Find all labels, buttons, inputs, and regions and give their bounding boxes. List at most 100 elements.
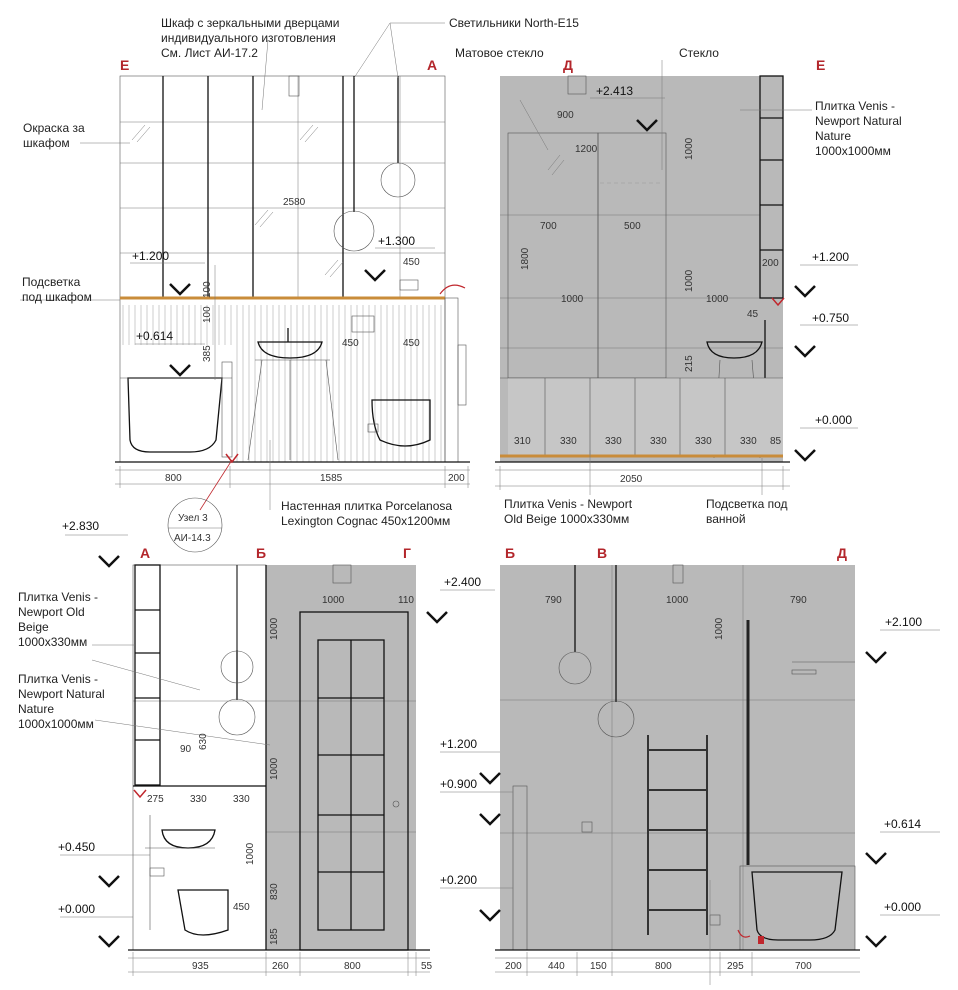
node-title: Узел 3 (178, 513, 208, 524)
dimension: 100 (202, 281, 213, 298)
axis-label: Е (120, 57, 129, 73)
dimension: 200 (448, 473, 465, 484)
dimension: 1000 (706, 294, 729, 305)
axis-label: А (140, 545, 150, 561)
dimension: 185 (269, 928, 280, 945)
dimension: 450 (342, 338, 359, 349)
level-mark: +1.300 (378, 234, 415, 248)
axis-label: Е (816, 57, 825, 73)
dimension: 700 (795, 961, 812, 972)
dimension: 260 (272, 961, 289, 972)
dimension: 330 (695, 436, 712, 447)
elevation-top-left (20, 22, 470, 553)
dimension: 500 (624, 221, 641, 232)
elevation-top-right (495, 60, 858, 495)
level-mark: +1.200 (132, 249, 169, 263)
dimension: 1000 (245, 842, 256, 865)
dimension: 275 (147, 794, 164, 805)
dimension: 800 (344, 961, 361, 972)
elevation-bottom-left (60, 534, 495, 976)
dimension: 1000 (684, 137, 695, 160)
dimension: 1000 (714, 617, 725, 640)
dimension: 450 (403, 257, 420, 268)
dimension: 800 (165, 473, 182, 484)
glass-callout: Стекло (679, 46, 719, 60)
dimension: 1000 (322, 595, 345, 606)
dimension: 935 (192, 961, 209, 972)
dimension: 1000 (269, 757, 280, 780)
level-mark: +2.830 (62, 519, 99, 533)
matte-glass-callout: Матовое стекло (455, 46, 544, 60)
dimension: 800 (655, 961, 672, 972)
dimension: 330 (605, 436, 622, 447)
dimension: 830 (269, 883, 280, 900)
level-mark: +0.200 (440, 873, 477, 887)
dimension: 1000 (666, 595, 689, 606)
dimension: 1000 (269, 617, 280, 640)
dimension: 2580 (283, 197, 306, 208)
dimension: 790 (790, 595, 807, 606)
dimension: 1000 (684, 269, 695, 292)
dimension: 1200 (575, 144, 598, 155)
dimension: 330 (740, 436, 757, 447)
dimension: 295 (727, 961, 744, 972)
dimension: 385 (202, 345, 213, 362)
dimension: 45 (747, 309, 759, 320)
level-mark: +0.614 (136, 329, 173, 343)
axis-label: Д (837, 545, 847, 561)
level-mark: +2.400 (444, 575, 481, 589)
node-sheet: АИ-14.3 (174, 533, 211, 544)
elevation-bottom-right (440, 564, 940, 985)
dimension: 630 (198, 733, 209, 750)
dimension: 900 (557, 110, 574, 121)
dimension: 200 (505, 961, 522, 972)
level-mark: +1.200 (812, 250, 849, 264)
dimension: 790 (545, 595, 562, 606)
axis-label: В (597, 545, 607, 561)
dimension: 215 (684, 355, 695, 372)
dimension: 310 (514, 436, 531, 447)
axis-label: Б (505, 545, 515, 561)
axis-label: Д (563, 57, 573, 73)
level-mark: +0.750 (812, 311, 849, 325)
dimension: 700 (540, 221, 557, 232)
dimension: 150 (590, 961, 607, 972)
level-mark: +0.900 (440, 777, 477, 791)
dimension: 330 (560, 436, 577, 447)
dimension: 110 (398, 595, 414, 606)
axis-label: Г (403, 545, 411, 561)
dimension: 55 (421, 961, 433, 972)
dimension: 440 (548, 961, 565, 972)
level-mark: +0.614 (884, 817, 921, 831)
dimension: 330 (650, 436, 667, 447)
dimension: 450 (233, 902, 250, 913)
level-mark: +2.413 (596, 84, 633, 98)
dimension: 330 (190, 794, 207, 805)
mirror-cabinet (120, 76, 445, 300)
level-mark: +0.000 (815, 413, 852, 427)
axis-label: А (427, 57, 437, 73)
dimension: 100 (202, 306, 213, 323)
dimension: 2050 (620, 474, 643, 485)
level-mark: +2.100 (885, 615, 922, 629)
dimension: 200 (762, 258, 779, 269)
level-mark: +0.000 (884, 900, 921, 914)
level-mark: +0.000 (58, 902, 95, 916)
level-mark: +1.200 (440, 737, 477, 751)
dimension: 1585 (320, 473, 343, 484)
dimension: 1000 (561, 294, 584, 305)
lights-callout: Светильники North-E15 (449, 16, 579, 30)
dimension: 330 (233, 794, 250, 805)
dimension: 90 (180, 744, 192, 755)
dimension: 85 (770, 436, 782, 447)
